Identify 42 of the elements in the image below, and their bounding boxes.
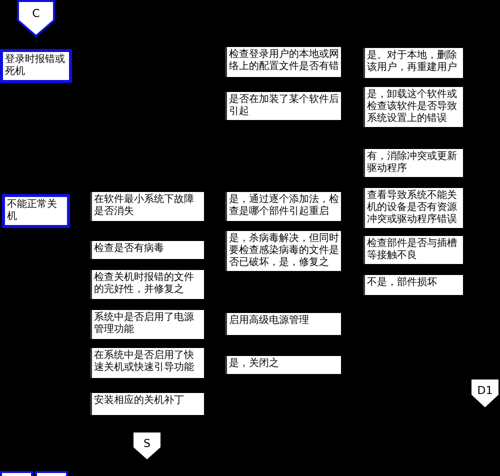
- box-text: 查看导致系统不能关机的设备是否有资源冲突或驱动程序错误: [367, 190, 458, 226]
- process-box: [90, 348, 204, 378]
- box-text: 是，通过逐个添加法，检查是哪个部件引起重启: [229, 194, 339, 218]
- box-text: 检查部件是否与插槽等接触不良: [367, 238, 458, 262]
- box-text: 是，卸载这个软件或检查该软件是否导致系统设置上的错误: [367, 89, 458, 125]
- process-box: [90, 241, 204, 259]
- start-box: [2, 194, 70, 228]
- box-text: 是，杀病毒解决，但同时要检查感染病毒的文件是否已破坏，是，修复之: [229, 233, 339, 269]
- process-box: [90, 270, 204, 299]
- box-text: 登录时报错或死机: [5, 54, 66, 78]
- process-box: [363, 236, 463, 264]
- box-text: 不能正常关机: [7, 199, 58, 223]
- box-text: 是，关闭之: [229, 358, 280, 370]
- off-page-connector: [470, 378, 500, 409]
- box-text: 在系统中是否启用了快速关机或快速引导功能: [94, 350, 195, 374]
- process-box: [225, 92, 341, 120]
- box-text: 在软件最小系统下故障是否消失: [94, 194, 195, 218]
- off-page-connector: [17, 0, 55, 37]
- process-box: [225, 356, 341, 374]
- off-page-connector: [132, 431, 162, 461]
- box-text: 检查是否有病毒: [94, 243, 165, 255]
- box-text: 不是，部件损坏: [367, 277, 438, 289]
- box-text: 检查登录用户的本地或网络上的配置文件是否有错: [229, 49, 339, 73]
- process-box: [363, 48, 463, 78]
- process-box: [363, 149, 463, 177]
- box-text: 是否在加装了某个软件后引起: [229, 94, 339, 118]
- process-box: [363, 275, 463, 295]
- box-text: 安装相应的关机补丁: [94, 395, 185, 407]
- process-box: [90, 393, 204, 415]
- connector-label: S: [142, 438, 152, 450]
- box-text: 有，消除冲突或更新驱动程序: [367, 151, 458, 175]
- process-box: [90, 310, 204, 339]
- box-text: 是。对于本地，删除该用户，再重建用户: [367, 50, 458, 74]
- box-text: 检查关机时报错的文件的完好性，并修复之: [94, 272, 195, 296]
- process-box: [225, 192, 341, 221]
- connector-label: D1: [476, 384, 494, 397]
- box-text: 启用高级电源管理: [229, 315, 310, 327]
- start-box: [0, 49, 72, 83]
- connector-label: C: [31, 8, 41, 20]
- process-box: [90, 192, 204, 221]
- box-text: 系统中是否启用了电源管理功能: [94, 312, 195, 336]
- process-box: [225, 313, 341, 335]
